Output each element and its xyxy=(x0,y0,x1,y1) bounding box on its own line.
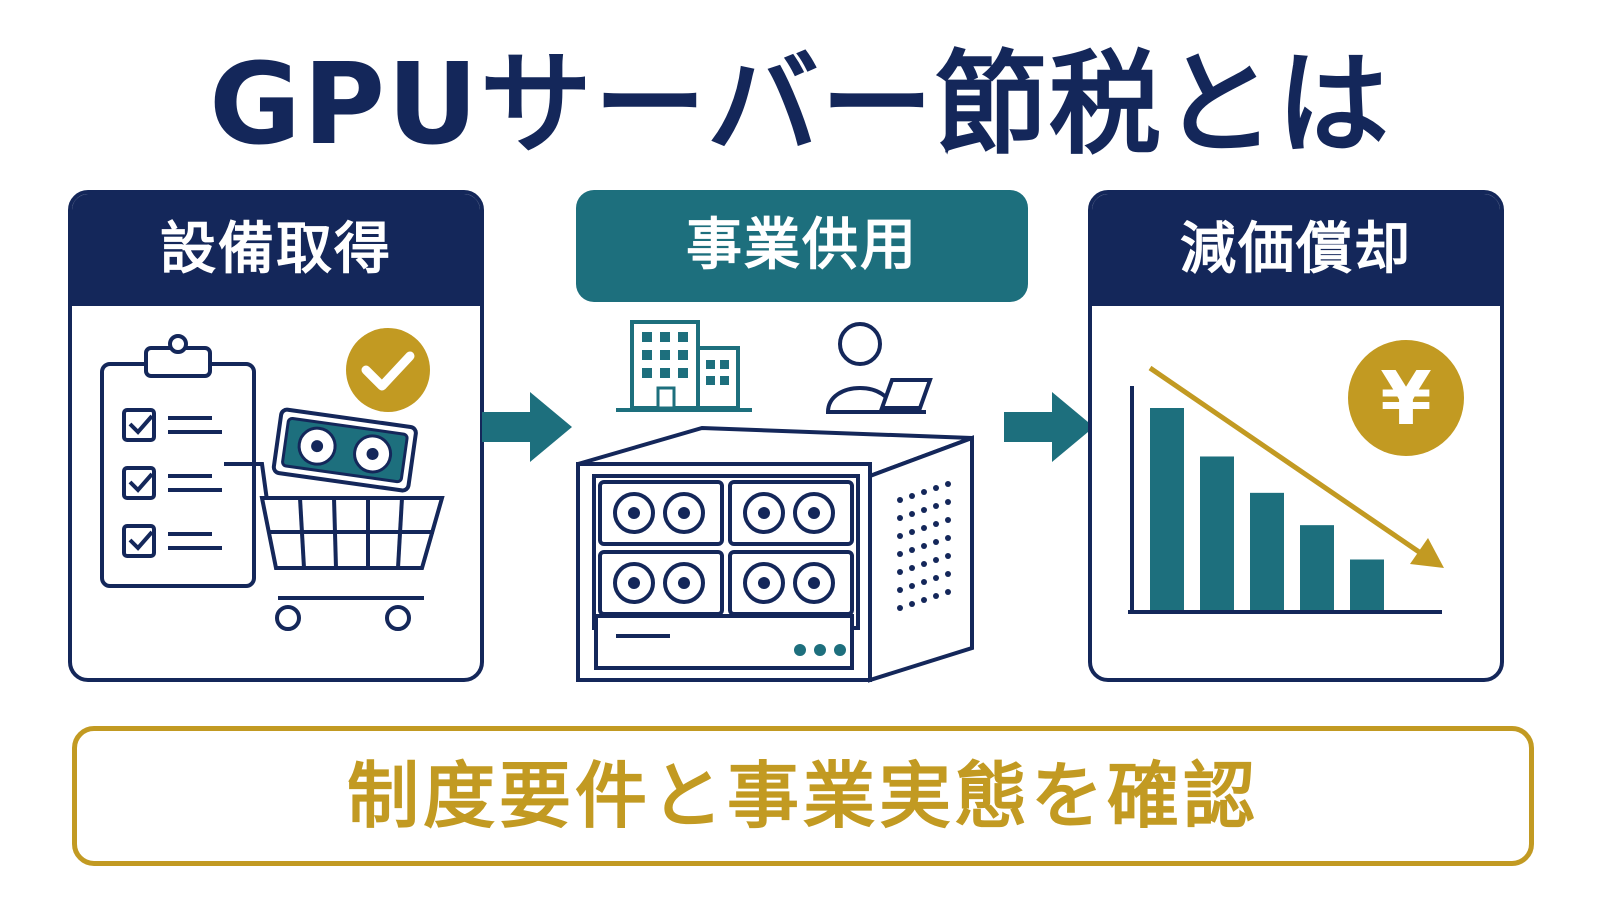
step-depreciation-panel: 減価償却 ¥ xyxy=(1088,190,1504,682)
trend-arrow-line xyxy=(1148,365,1424,557)
gpu-bay-4 xyxy=(728,550,854,616)
bar-5 xyxy=(1350,559,1384,610)
step-acquisition-panel: 設備取得 xyxy=(68,190,484,682)
bar-2 xyxy=(1200,456,1234,610)
clipboard-cart-gpu-icon xyxy=(100,328,445,631)
step-business-use-label: 事業供用 xyxy=(576,190,1028,302)
bar-3 xyxy=(1250,492,1284,610)
person-laptop-icon xyxy=(825,322,933,414)
vent-grille xyxy=(897,481,951,611)
gpu-bay-1 xyxy=(598,480,724,546)
gpu-bay-3 xyxy=(598,550,724,616)
footer-text: 制度要件と事業実態を確認 xyxy=(346,754,1259,838)
declining-bar-chart: ¥ xyxy=(1128,340,1464,614)
yen-symbol: ¥ xyxy=(1380,356,1432,442)
step-depreciation-label: 減価償却 xyxy=(1092,194,1500,306)
bar-4 xyxy=(1300,525,1334,610)
page-title: GPUサーバー節税とは xyxy=(209,40,1391,170)
gpu-bay-2 xyxy=(728,480,854,546)
step-acquisition-label: 設備取得 xyxy=(72,194,480,306)
arrow-right-icon xyxy=(1004,392,1094,462)
bar-1 xyxy=(1150,408,1184,610)
trend-arrowhead xyxy=(1410,538,1444,568)
gpu-server-icon xyxy=(576,320,974,683)
check-icon xyxy=(346,328,430,412)
arrow-right-icon xyxy=(482,392,572,462)
yen-coin-icon xyxy=(1348,340,1464,456)
footer-box: 制度要件と事業実態を確認 xyxy=(72,726,1534,866)
